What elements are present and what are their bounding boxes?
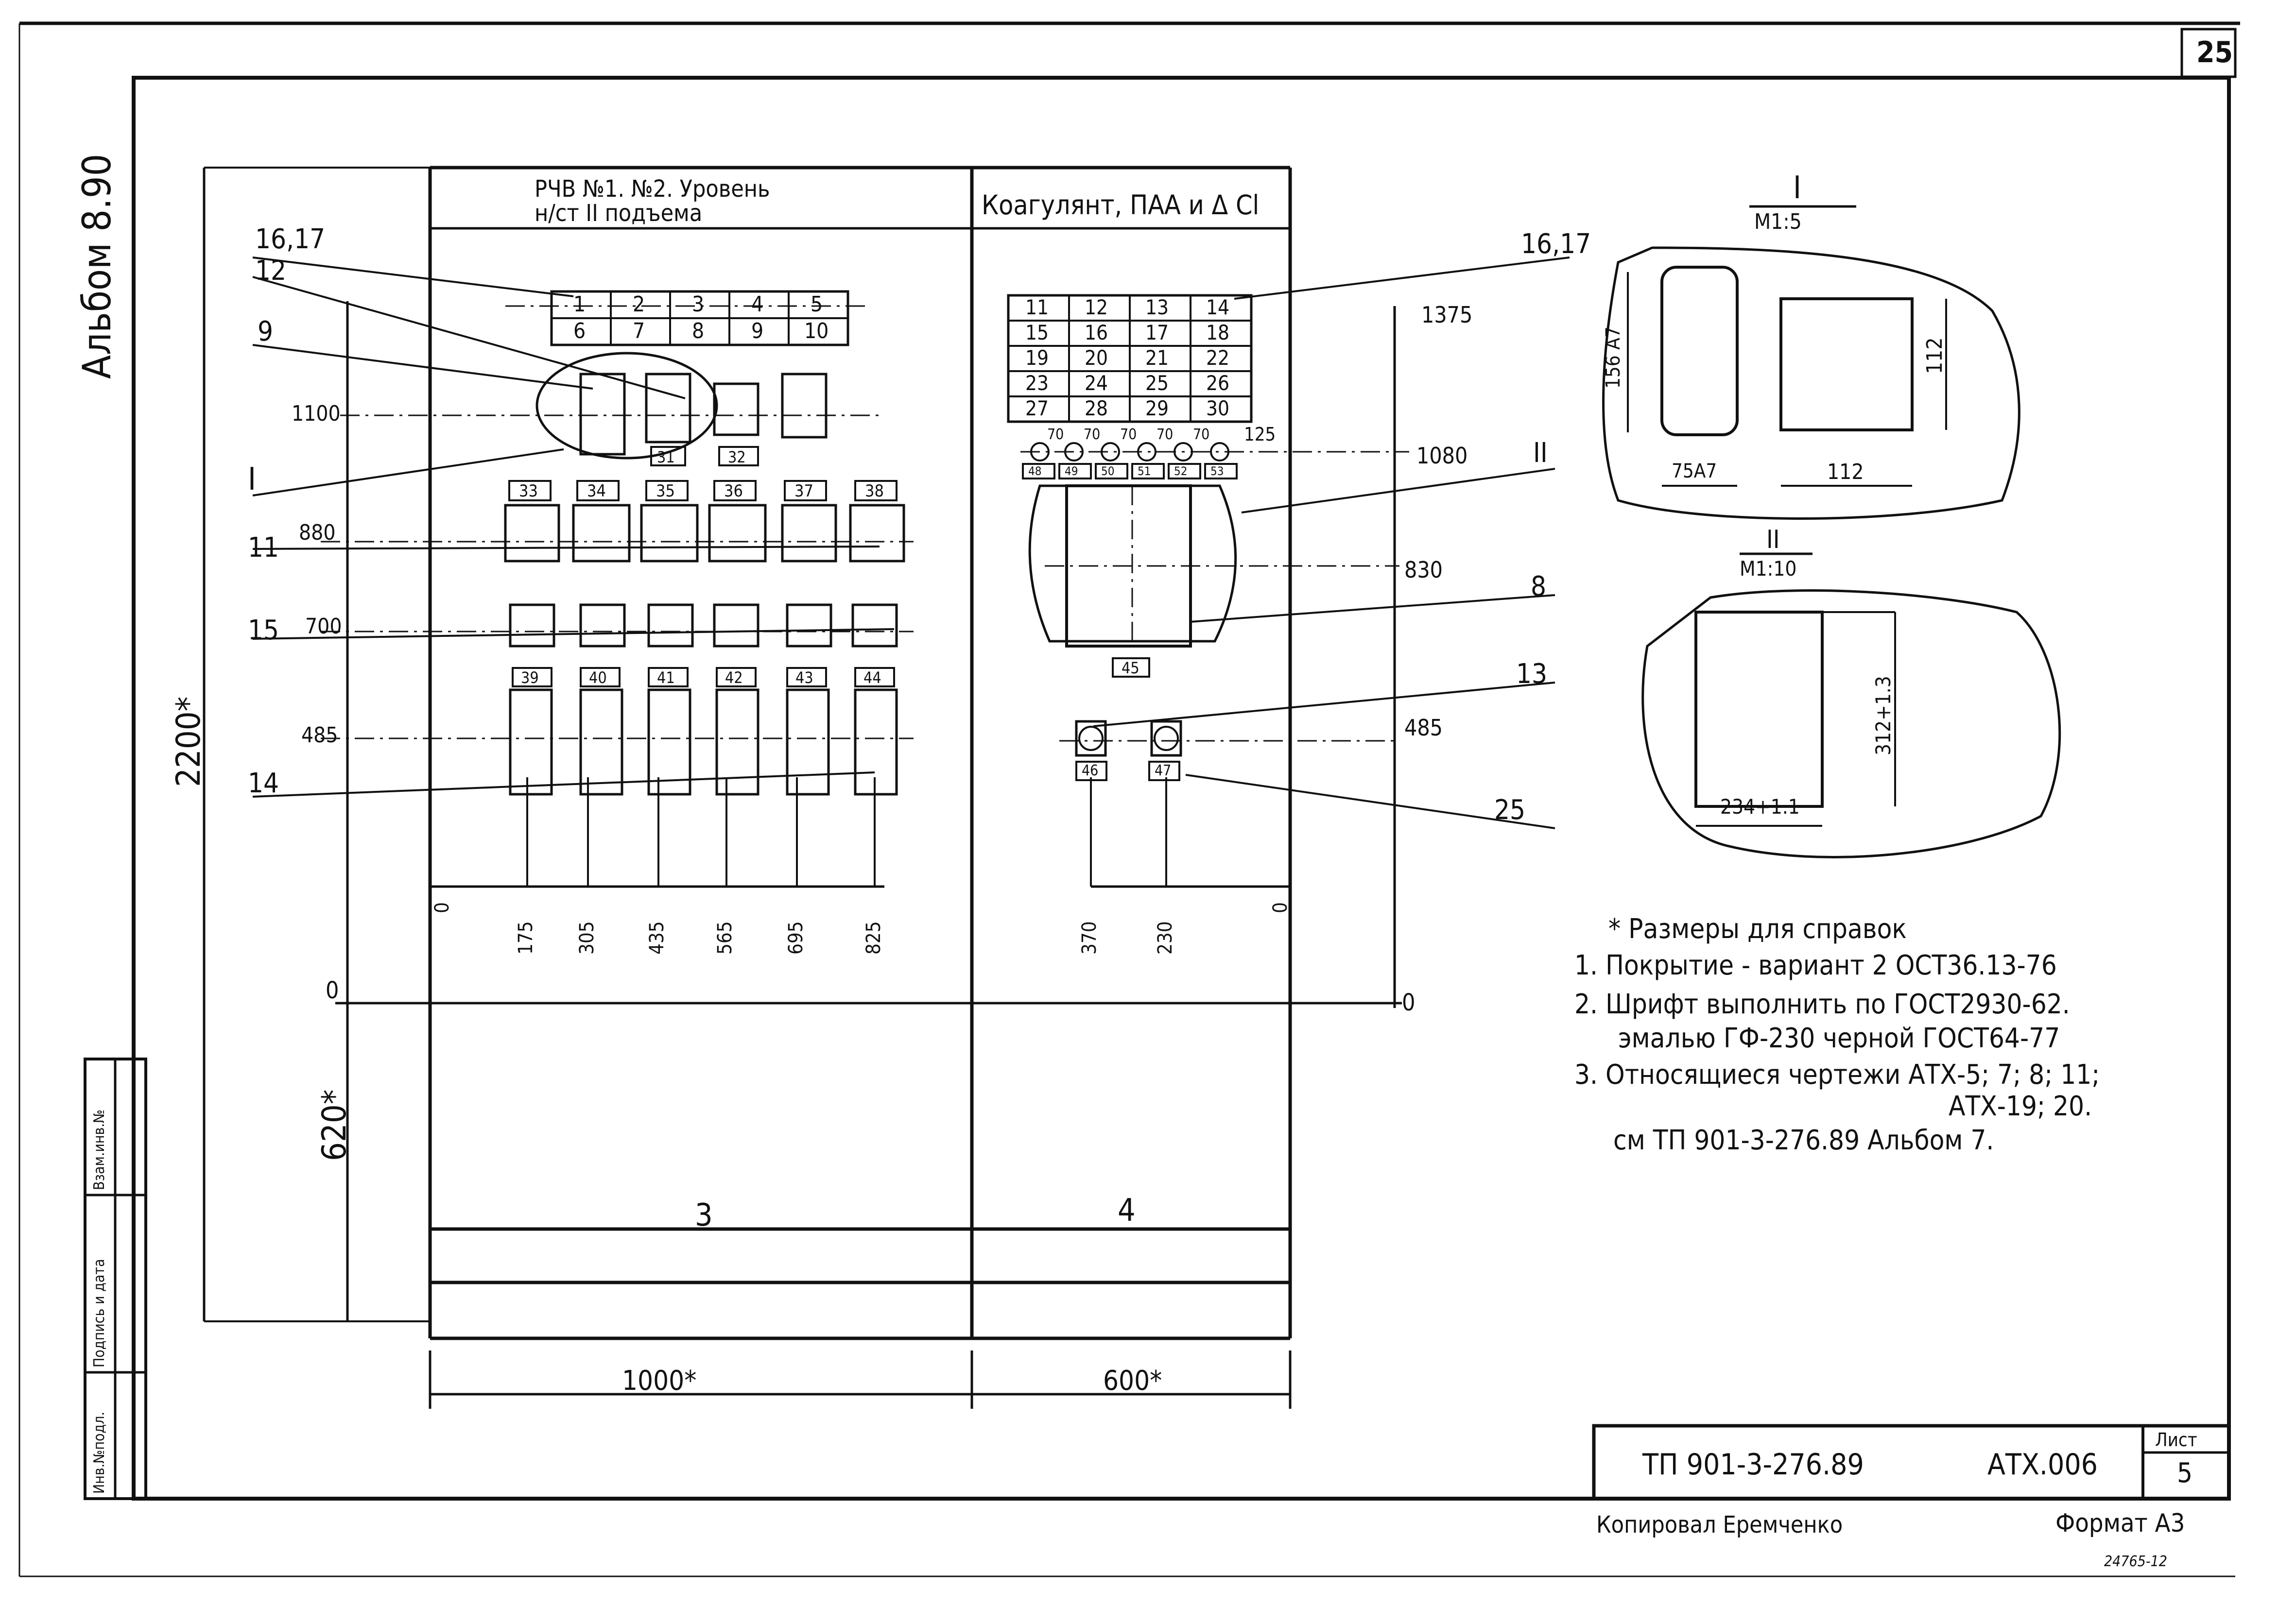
dim-600: 600*: [1103, 1365, 1162, 1397]
panel-number-3: 3: [695, 1197, 713, 1233]
inner-frame: [132, 76, 2231, 1501]
zero-right: 0: [1402, 989, 1416, 1016]
detail-I-marker: [535, 352, 718, 460]
detail-II-outline: [1641, 589, 2061, 858]
note-2a: 2. Шрифт выполнить по ГОСТ2930-62.: [1574, 989, 2070, 1020]
stamp-signature-date: Подпись и дата: [91, 1259, 108, 1367]
detail-I-square: [1779, 297, 1914, 431]
format-label: Формат А3: [2055, 1509, 2185, 1538]
project-number: ТП 901-3-276.89: [1642, 1448, 1864, 1482]
sheet-number: 5: [2177, 1457, 2193, 1489]
detail-II-dim-h: 312+1.3: [1871, 676, 1895, 755]
dim-1000: 1000*: [622, 1365, 697, 1397]
note-3a: 3. Относящиеся чертежи АТХ-5; 7; 8; 11;: [1574, 1059, 2100, 1091]
section-left-title-2: н/ст II подъема: [535, 200, 703, 227]
copied-by: Копировал Еремченко: [1596, 1511, 1843, 1538]
note-3c: см ТП 901-3-276.89 Альбом 7.: [1613, 1125, 1994, 1156]
detail-II-window: [1694, 611, 1824, 808]
detail-I-dim-h: 156 А7: [1602, 326, 1624, 389]
detail-II-scale: М1:10: [1740, 557, 1797, 581]
stamp-vzam-inv: Взам.инв.№: [91, 1109, 108, 1190]
dim-2200: 2200*: [170, 696, 208, 787]
zero-left: 0: [326, 977, 339, 1004]
section-right-title: Коагулянт, ПАА и Δ Cl: [982, 189, 1260, 221]
archive-stamp: 24765-12: [2104, 1553, 2167, 1570]
note-3b: АТХ-19; 20.: [1949, 1091, 2092, 1122]
detail-II-title: II: [1766, 525, 1780, 554]
dim-620: 620*: [315, 1089, 354, 1161]
detail-II-dim-w: 234+1.1: [1720, 795, 1800, 819]
detail-I-window: [1660, 266, 1739, 436]
detail-I-outline: [1602, 246, 2020, 520]
title-block: [1592, 1424, 2231, 1501]
note-1: 1. Покрытие - вариант 2 ОСТ36.13-76: [1574, 950, 2057, 981]
page-number-box: [2180, 28, 2237, 78]
detail-I-dim-w: 75А7: [1672, 460, 1717, 482]
note-2b: эмалью ГФ-230 черной ГОСТ64-77: [1618, 1023, 2060, 1054]
section-left-title-1: РЧВ №1. №2. Уровень: [535, 175, 770, 203]
detail-I-sq-w: 112: [1827, 460, 1864, 484]
note-star: * Размеры для справок: [1608, 913, 1907, 945]
detail-I-scale: М1:5: [1754, 209, 1802, 234]
panel-number-4: 4: [1118, 1193, 1136, 1229]
detail-I-title: I: [1793, 170, 1801, 206]
detail-I-sq-h: 112: [1922, 337, 1947, 374]
sheet-label: Лист: [2155, 1429, 2197, 1451]
album-label: Альбом 8.90: [74, 154, 120, 379]
document-code: АТХ.006: [1987, 1448, 2098, 1482]
stamp-inv-podl: Инв.№подл.: [91, 1411, 108, 1494]
page-number: 25: [2196, 35, 2233, 69]
detail-II-marker: [1028, 484, 1237, 643]
